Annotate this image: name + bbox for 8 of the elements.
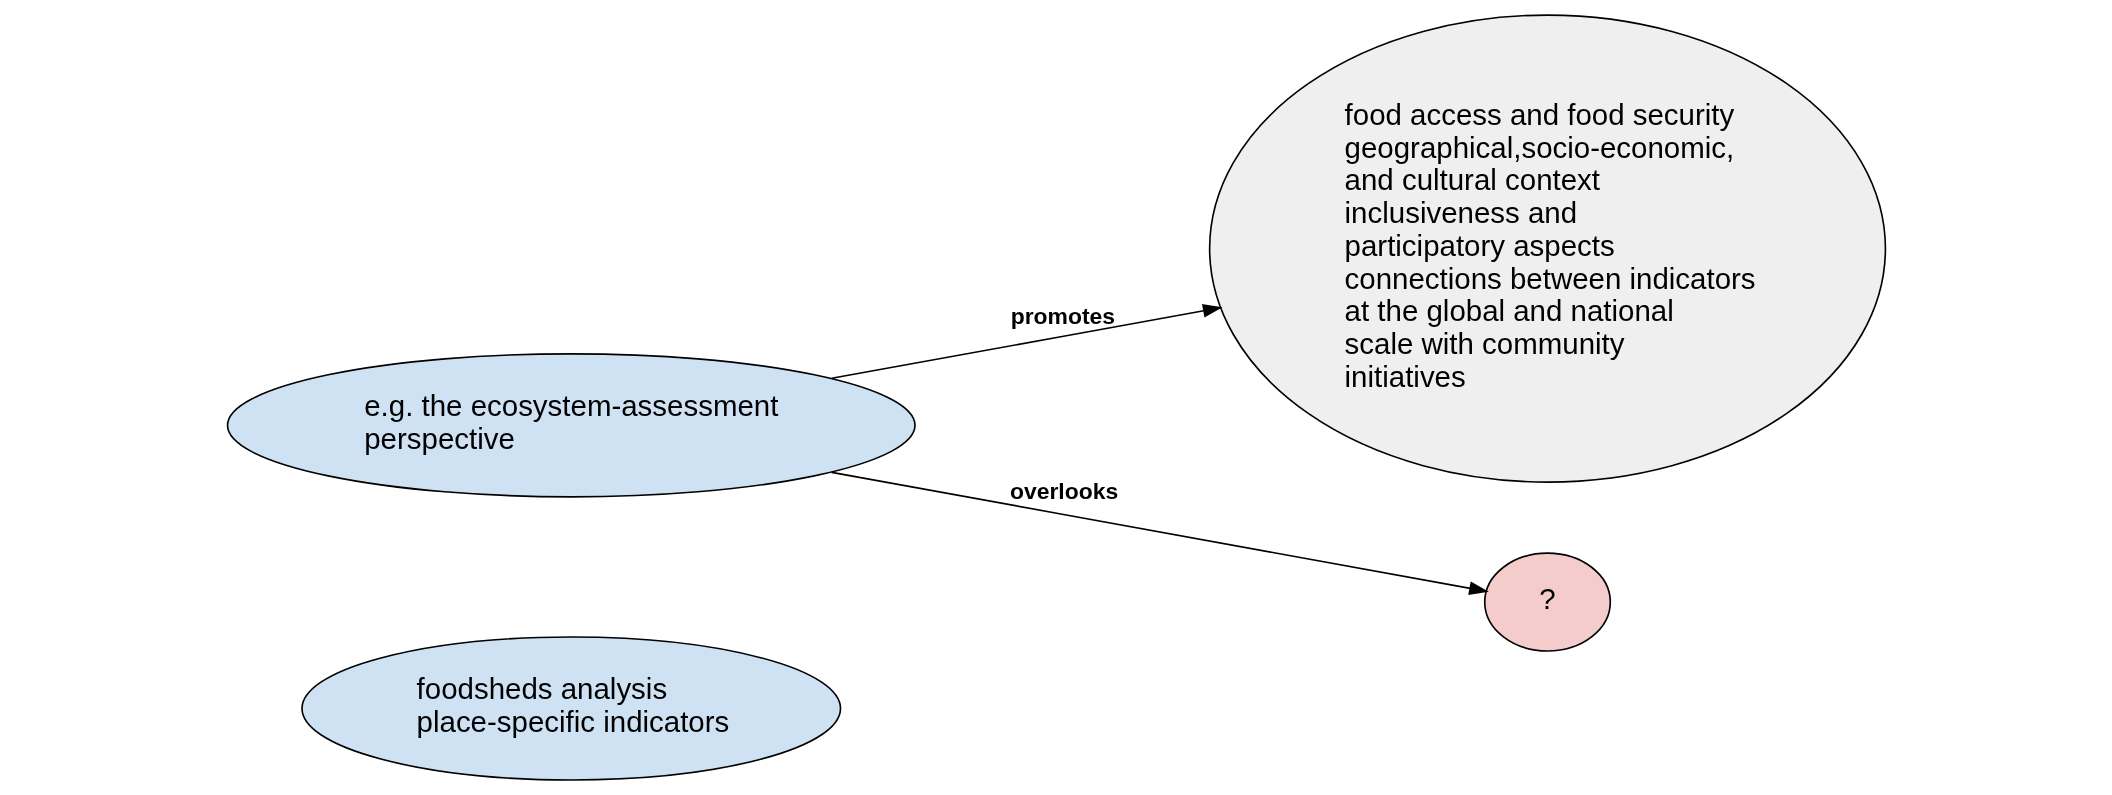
arrow — [830, 471, 1489, 595]
node-ellipse: ? — [1483, 552, 1611, 652]
arrow — [830, 304, 1223, 380]
node-ellipse: e.g. the ecosystem-assessment perspective — [226, 353, 916, 498]
edge-label: overlooks — [1009, 478, 1118, 505]
node-ellipse: foodsheds analysis place-specific indicators — [300, 636, 841, 781]
node-ellipse: food access and food security geographical,socio-economic, and cultural context inclusiveness and participatory aspects connections between indicators at the global and national scale with community initiatives — [1208, 14, 1886, 483]
edge-label: promotes — [1010, 303, 1115, 330]
